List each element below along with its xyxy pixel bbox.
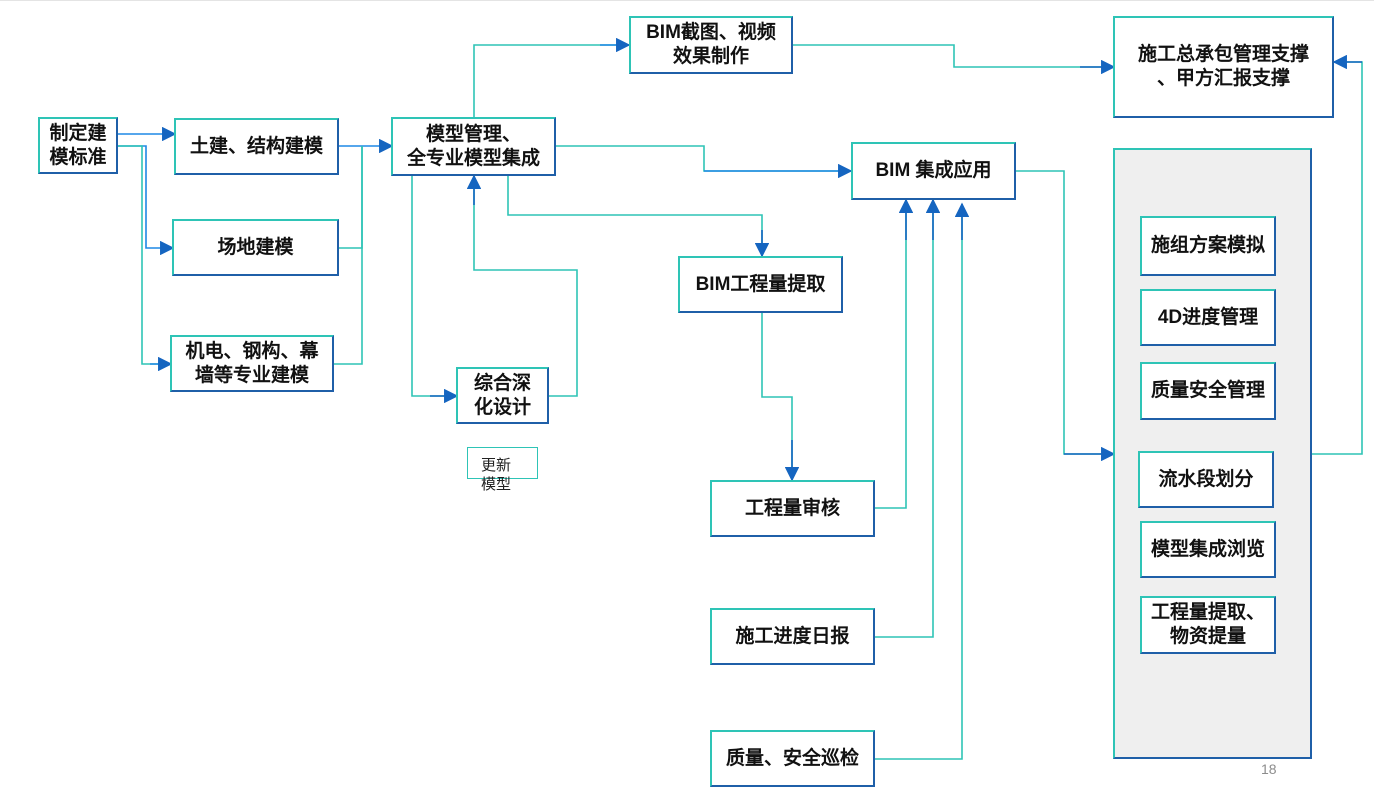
connector-inspection-bimapp xyxy=(874,204,963,760)
connector-quantity-review xyxy=(761,313,793,480)
panel-item-flow-section: 流水段划分 xyxy=(1138,451,1274,508)
connector-model-quantity xyxy=(507,176,763,256)
panel-item-quality-safety-label: 质量安全管理 xyxy=(1150,380,1265,402)
node-model-management: 模型管理、全专业模型集成 xyxy=(391,117,556,176)
node-bim-screenshot-video: BIM截图、视频效果制作 xyxy=(629,16,793,74)
node-deepening-design: 综合深化设计 xyxy=(456,367,549,424)
node-daily-progress-report-label: 施工进度日报 xyxy=(735,625,850,647)
connector-daily-bimapp xyxy=(874,200,934,638)
connector-site-model xyxy=(337,146,363,249)
panel-item-model-browsing-label: 模型集成浏览 xyxy=(1150,538,1265,560)
node-general-contractor-support: 施工总承包管理支撑、甲方汇报支撑 xyxy=(1113,16,1334,118)
node-site-modeling-label: 场地建模 xyxy=(217,236,294,258)
panel-item-quantity-materials: 工程量提取、物资提量 xyxy=(1140,596,1276,654)
node-bim-integrated-application: BIM 集成应用 xyxy=(851,142,1016,200)
connector-standard-mep xyxy=(117,145,171,365)
panel-item-4d-progress: 4D进度管理 xyxy=(1140,289,1276,346)
connector-model-deepening xyxy=(411,176,457,397)
panel-item-model-browsing: 模型集成浏览 xyxy=(1140,521,1276,578)
node-deepening-design-line2: 化设计 xyxy=(473,396,531,418)
panel-item-quantity-materials-line1: 工程量提取、 xyxy=(1150,602,1265,624)
node-quantity-review: 工程量审核 xyxy=(710,480,875,537)
node-modeling-standard: 制定建模标准 xyxy=(38,117,118,174)
node-mep-modeling-line1: 机电、钢构、幕 xyxy=(185,340,319,362)
node-deepening-design-line1: 综合深 xyxy=(473,372,531,394)
connector-mep-model xyxy=(333,146,363,365)
node-quality-safety-inspection-label: 质量、安全巡检 xyxy=(725,747,859,769)
connector-panel-contractor xyxy=(1311,61,1363,455)
panel-item-flow-section-label: 流水段划分 xyxy=(1158,468,1254,490)
node-model-management-line2: 全专业模型集成 xyxy=(406,147,540,169)
update-model-note xyxy=(467,447,538,479)
connector-review-bimapp xyxy=(874,200,907,509)
node-general-contractor-support-line1: 施工总承包管理支撑 xyxy=(1137,44,1309,66)
node-bim-quantity-extraction: BIM工程量提取 xyxy=(678,256,843,313)
panel-item-construction-simulation-label: 施组方案模拟 xyxy=(1150,235,1265,257)
top-divider xyxy=(0,0,1374,1)
update-model-line1: 更新 xyxy=(481,457,512,474)
update-model-line2: 模型 xyxy=(481,476,512,493)
connector-model-bimapp xyxy=(555,145,851,172)
node-bim-screenshot-video-line2: 效果制作 xyxy=(672,46,749,67)
panel-item-quantity-materials-line2: 物资提量 xyxy=(1169,626,1246,647)
node-civil-modeling: 土建、结构建模 xyxy=(174,118,339,175)
connector-standard-site xyxy=(117,145,175,256)
panel-item-quality-safety: 质量安全管理 xyxy=(1140,362,1276,420)
node-mep-modeling: 机电、钢构、幕墙等专业建模 xyxy=(170,335,334,392)
node-modeling-standard-line2: 模标准 xyxy=(49,146,107,168)
node-mep-modeling-line2: 墙等专业建模 xyxy=(194,364,309,386)
connector-model-screenshot xyxy=(473,44,629,117)
node-bim-screenshot-video-line1: BIM截图、视频 xyxy=(646,22,776,44)
node-quantity-review-label: 工程量审核 xyxy=(744,497,840,519)
node-modeling-standard-line1: 制定建 xyxy=(49,122,107,144)
connector-screenshot-contractor xyxy=(792,44,1114,68)
connector-bimapp-panel xyxy=(1015,170,1114,455)
node-model-management-line1: 模型管理、 xyxy=(425,123,521,145)
node-bim-integrated-application-label: BIM 集成应用 xyxy=(875,160,992,182)
node-bim-quantity-extraction-label: BIM工程量提取 xyxy=(695,273,826,295)
node-site-modeling: 场地建模 xyxy=(172,219,339,276)
node-civil-modeling-label: 土建、结构建模 xyxy=(189,135,323,157)
node-general-contractor-support-line2: 、甲方汇报支撑 xyxy=(1156,68,1290,89)
panel-item-4d-progress-label: 4D进度管理 xyxy=(1157,306,1259,328)
panel-item-construction-simulation: 施组方案模拟 xyxy=(1140,216,1276,276)
node-quality-safety-inspection: 质量、安全巡检 xyxy=(710,730,875,787)
page-number: 18 xyxy=(1261,761,1277,777)
update-model-text: 更新 模型 xyxy=(481,456,511,494)
node-daily-progress-report: 施工进度日报 xyxy=(710,608,875,665)
connector-deepening-model xyxy=(473,176,578,397)
